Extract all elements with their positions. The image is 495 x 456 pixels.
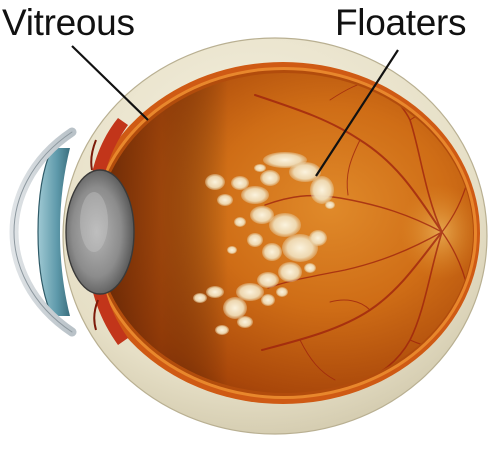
floaters-label: Floaters xyxy=(335,4,466,41)
lens xyxy=(66,170,134,294)
vitreous-label: Vitreous xyxy=(2,4,135,41)
vitreous-leader-line xyxy=(72,46,148,120)
